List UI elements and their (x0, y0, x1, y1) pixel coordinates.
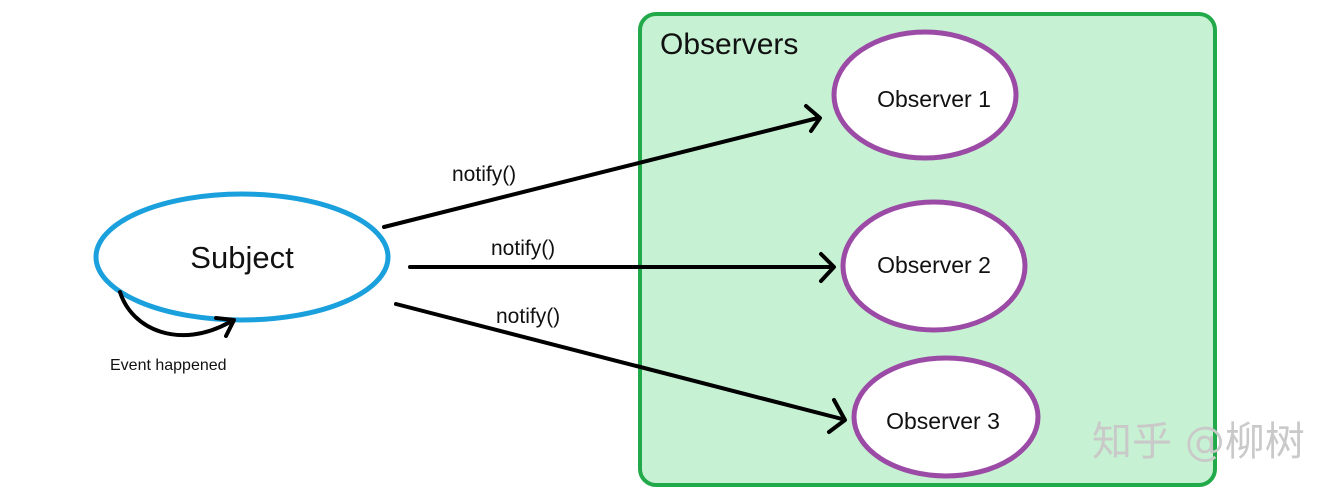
watermark-text: 知乎 @柳树 (1092, 419, 1305, 465)
notify-label-2: notify() (491, 237, 555, 260)
notify-arrow-1-line (382, 116, 820, 229)
observer-3-label: Observer 3 (886, 408, 1000, 434)
observers-group-title: Observers (660, 28, 798, 61)
notify-label-1: notify() (452, 163, 516, 186)
notify-arrow-3-line (394, 302, 844, 421)
notify-label-3: notify() (496, 305, 560, 328)
notify-arrow-3-head-icon (827, 398, 847, 434)
self-loop-arrowhead-icon (214, 316, 236, 338)
notify-arrow-3: notify() (394, 302, 847, 434)
subject-node: Subject (93, 191, 391, 323)
observer-2-label: Observer 2 (877, 252, 991, 278)
notify-arrow-2-head-icon (819, 252, 836, 283)
notify-arrow-1-head-icon (804, 104, 822, 133)
subject-label: Subject (190, 240, 294, 275)
event-self-loop: Event happened (110, 290, 236, 374)
observer-node-2: Observer 2 (840, 199, 1028, 333)
notify-arrow-2: notify() (408, 237, 836, 283)
self-loop-arrow (118, 290, 232, 338)
observer-2-ellipse (840, 199, 1028, 333)
observer-3-ellipse (851, 355, 1041, 479)
observer-1-ellipse (831, 29, 1019, 161)
notify-arrow-1: notify() (382, 104, 822, 229)
observer-node-1: Observer 1 (831, 29, 1019, 161)
observer-node-3: Observer 3 (851, 355, 1041, 479)
event-happened-label: Event happened (110, 357, 227, 374)
subject-ellipse (93, 191, 391, 323)
observer-1-label: Observer 1 (877, 86, 991, 112)
